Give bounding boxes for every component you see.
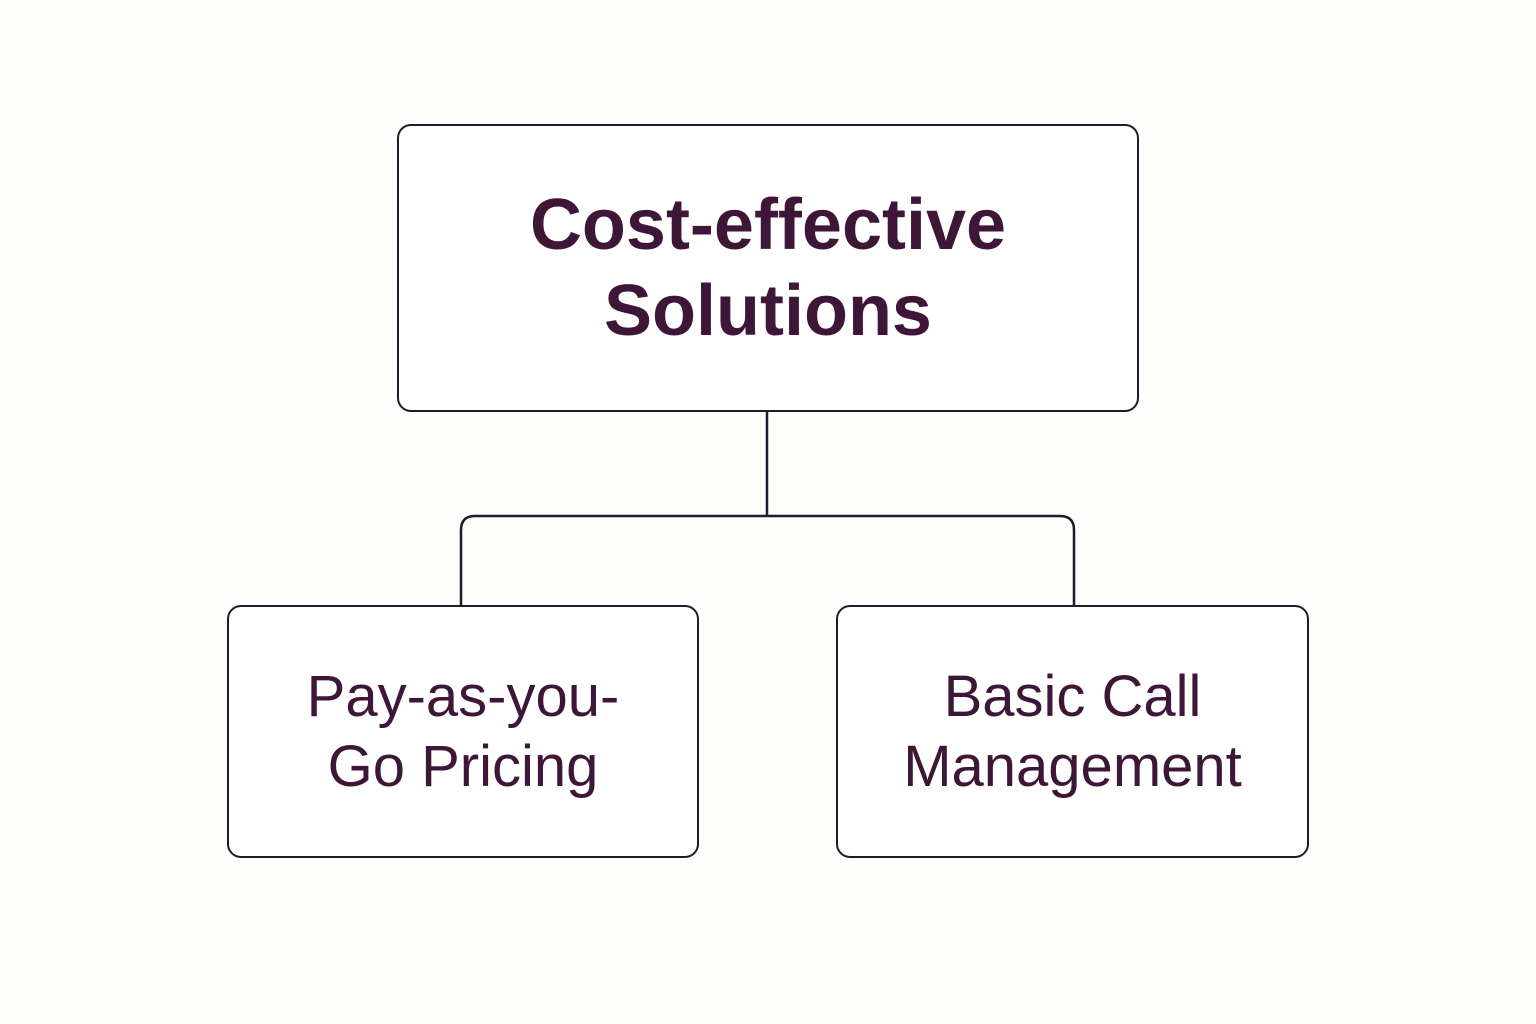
root-label-line1: Cost-effective [529,185,1007,265]
child-node-pricing: Pay-as-you- Go Pricing [227,605,699,858]
child-label-line2: Go Pricing [327,733,599,799]
connector-bus [459,514,1076,605]
root-node: Cost-effective Solutions [397,124,1139,412]
child-label-line1: Pay-as-you- [306,663,620,729]
child-label-line2: Management [903,733,1242,799]
child-label-line1: Basic Call [943,663,1202,729]
child-node-call-management: Basic Call Management [836,605,1309,858]
root-label-line2: Solutions [604,271,932,351]
